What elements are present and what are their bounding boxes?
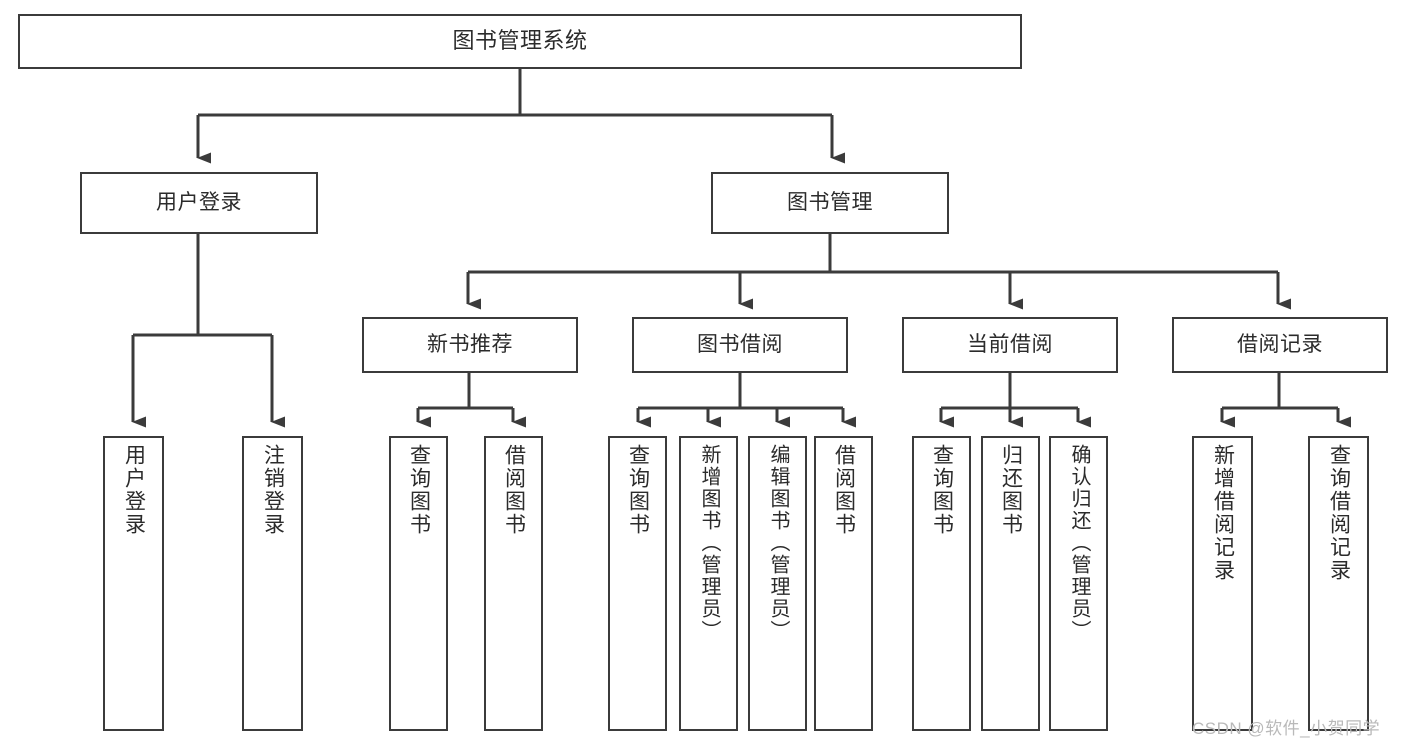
node-label: 查询借阅记录 bbox=[1327, 444, 1351, 582]
node-label: 新增图书（管理员） bbox=[698, 444, 720, 642]
leaf-query-book-current[interactable]: 查询图书 bbox=[912, 436, 971, 731]
node-label: 借阅记录 bbox=[1237, 333, 1323, 357]
node-book-management[interactable]: 图书管理 bbox=[711, 172, 949, 234]
leaf-add-book-admin[interactable]: 新增图书（管理员） bbox=[679, 436, 738, 731]
node-new-book-recommend[interactable]: 新书推荐 bbox=[362, 317, 578, 373]
node-current-borrow[interactable]: 当前借阅 bbox=[902, 317, 1118, 373]
leaf-borrow-book-recommend[interactable]: 借阅图书 bbox=[484, 436, 543, 731]
watermark-text: CSDN @软件_小贺同学 bbox=[1192, 719, 1381, 738]
node-label: 当前借阅 bbox=[967, 333, 1053, 357]
node-label: 新书推荐 bbox=[427, 333, 513, 357]
leaf-add-borrow-record[interactable]: 新增借阅记录 bbox=[1192, 436, 1253, 731]
node-root-system[interactable]: 图书管理系统 bbox=[18, 14, 1022, 69]
node-borrow-record[interactable]: 借阅记录 bbox=[1172, 317, 1388, 373]
node-user-login[interactable]: 用户登录 bbox=[80, 172, 318, 234]
node-label: 图书借阅 bbox=[697, 333, 783, 357]
leaf-borrow-book[interactable]: 借阅图书 bbox=[814, 436, 873, 731]
leaf-query-borrow-record[interactable]: 查询借阅记录 bbox=[1308, 436, 1369, 731]
leaf-edit-book-admin[interactable]: 编辑图书（管理员） bbox=[748, 436, 807, 731]
leaf-query-book-borrow[interactable]: 查询图书 bbox=[608, 436, 667, 731]
node-label: 借阅图书 bbox=[832, 444, 856, 536]
leaf-user-login[interactable]: 用户登录 bbox=[103, 436, 164, 731]
node-label: 注销登录 bbox=[261, 444, 285, 536]
node-label: 用户登录 bbox=[156, 191, 242, 215]
leaf-return-book[interactable]: 归还图书 bbox=[981, 436, 1040, 731]
leaf-logout[interactable]: 注销登录 bbox=[242, 436, 303, 731]
node-label: 新增借阅记录 bbox=[1211, 444, 1235, 582]
node-label: 确认归还（管理员） bbox=[1068, 444, 1090, 642]
node-label: 查询图书 bbox=[930, 444, 954, 536]
node-book-borrow[interactable]: 图书借阅 bbox=[632, 317, 848, 373]
node-label: 借阅图书 bbox=[502, 444, 526, 536]
leaf-confirm-return-admin[interactable]: 确认归还（管理员） bbox=[1049, 436, 1108, 731]
leaf-query-book-recommend[interactable]: 查询图书 bbox=[389, 436, 448, 731]
node-label: 图书管理 bbox=[787, 191, 873, 215]
node-label: 归还图书 bbox=[999, 444, 1023, 536]
node-label: 图书管理系统 bbox=[452, 28, 588, 54]
node-label: 查询图书 bbox=[407, 444, 431, 536]
node-label: 用户登录 bbox=[122, 444, 146, 536]
node-label: 编辑图书（管理员） bbox=[767, 444, 789, 642]
node-label: 查询图书 bbox=[626, 444, 650, 536]
